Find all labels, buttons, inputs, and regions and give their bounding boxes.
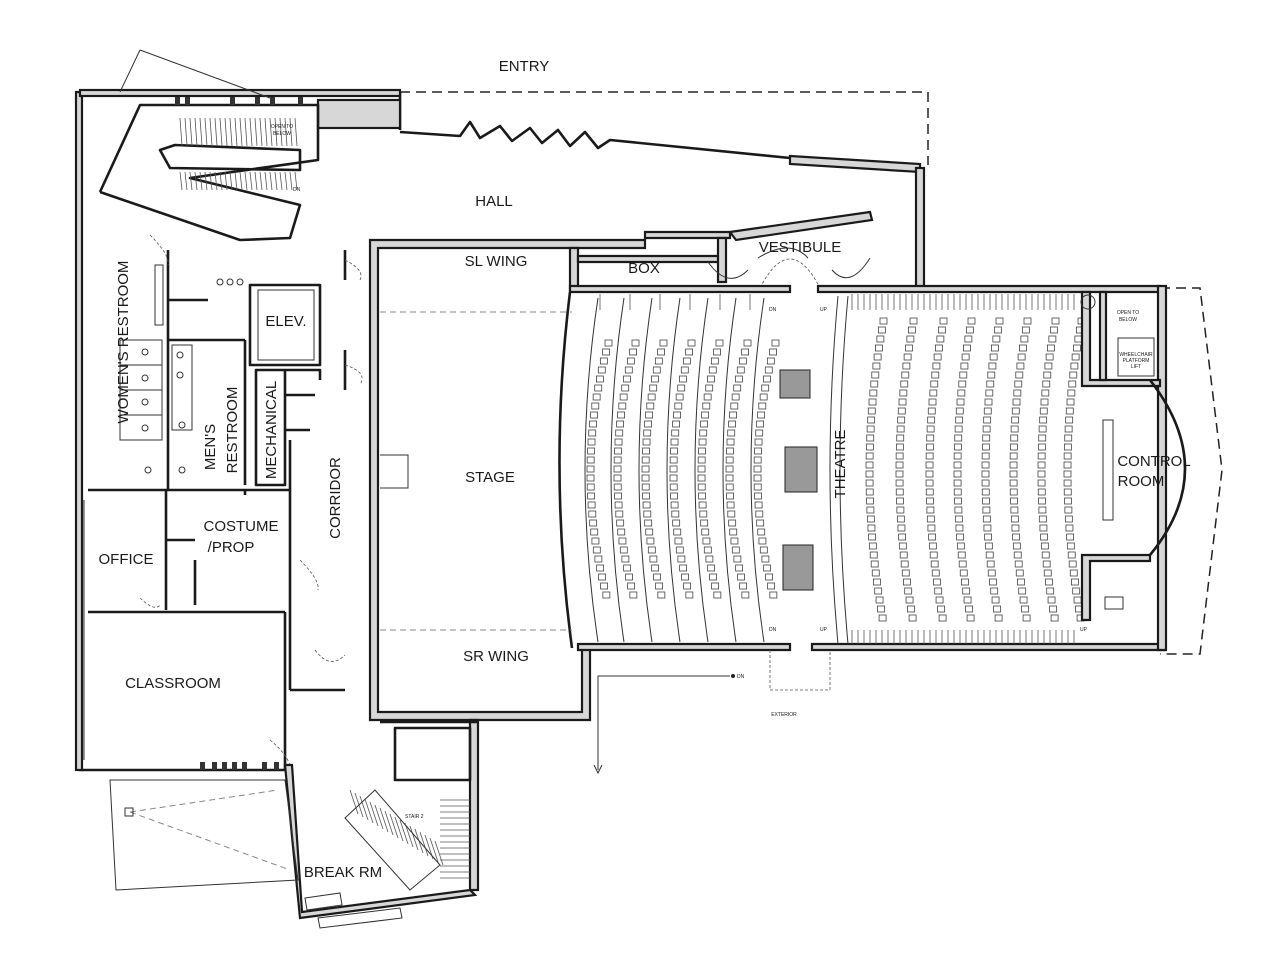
womens-restroom-label: WOMEN'S RESTROOM xyxy=(115,261,132,424)
open-to-below-note-1: OPEN TO xyxy=(271,124,293,130)
theatre-north-wall xyxy=(568,284,1162,294)
corridor-label: CORRIDOR xyxy=(327,457,344,539)
north-wall-fill xyxy=(78,88,402,98)
break-room-walls xyxy=(283,718,480,920)
hall-east-wall-fill xyxy=(914,166,926,290)
costume-prop-label-2: /PROP xyxy=(208,539,255,556)
mechanical-label: MECHANICAL xyxy=(263,381,280,479)
wheelchair-positions xyxy=(779,369,818,591)
wheelchair-note-b: PLATFORM xyxy=(1123,358,1150,364)
exterior-door-swing xyxy=(769,650,831,691)
dn-lower-label: DN xyxy=(769,627,777,633)
sw-canopy xyxy=(109,779,299,891)
sr-wing-label: SR WING xyxy=(463,648,529,665)
entry-label: ENTRY xyxy=(499,58,550,75)
box-east-wall xyxy=(716,236,728,284)
theatre-label: THEATRE xyxy=(832,430,849,499)
lift-enclosure xyxy=(1098,290,1108,382)
aisle-rails xyxy=(829,295,849,645)
break-room-sill xyxy=(317,907,403,929)
up-upper-label: UP xyxy=(820,307,828,313)
box-label: BOX xyxy=(628,260,660,277)
vestibule-label: VESTIBULE xyxy=(759,239,842,256)
north-mullions xyxy=(175,97,303,105)
mens-restroom-label-1: MEN'S xyxy=(202,424,219,470)
control-room-curve xyxy=(1148,379,1187,556)
entry-glazing xyxy=(399,120,791,160)
stage-east-wall xyxy=(568,246,580,292)
theatre-south-wall xyxy=(576,642,1167,652)
sw-canopy-post xyxy=(124,807,134,817)
stair-2-label: STAIR 2 xyxy=(405,814,424,820)
south-mullions xyxy=(200,762,279,770)
west-wall-fill xyxy=(74,90,84,772)
sw-canopy-diagonal xyxy=(129,789,291,871)
control-room-window xyxy=(1102,419,1114,521)
proscenium-curve xyxy=(558,291,574,649)
ramp-dot xyxy=(731,674,735,678)
open-to-below-note-1b: BELOW xyxy=(273,131,291,137)
exterior-ramp xyxy=(597,675,730,770)
office-label: OFFICE xyxy=(99,551,154,568)
control-room-label-1: CONTROL xyxy=(1117,453,1190,470)
open-to-below-note-2b: BELOW xyxy=(1119,317,1137,323)
wheelchair-note-c: LIFT xyxy=(1131,364,1141,370)
open-to-below-note-2: OPEN TO xyxy=(1117,310,1139,316)
ramp-dn-label: DN xyxy=(737,674,745,680)
elevator-car xyxy=(257,289,315,361)
lift-symbol xyxy=(1080,294,1096,310)
elevator-label: ELEV. xyxy=(265,313,306,330)
exterior-label: EXTERIOR xyxy=(771,712,797,718)
break-room-label: BREAK RM xyxy=(304,864,382,881)
up-lower-label: UP xyxy=(820,627,828,633)
stage-curtain-line xyxy=(380,311,572,631)
wheelchair-note-a: WHEELCHAIR xyxy=(1119,352,1153,358)
vestibule-doors xyxy=(707,247,871,279)
support-door-swings xyxy=(139,234,363,766)
vestibule-door-swing xyxy=(759,258,821,289)
grand-stair-treads xyxy=(179,117,298,191)
stair2-shaft xyxy=(380,720,478,782)
hall-label: HALL xyxy=(475,193,513,210)
entry-roof-wedge xyxy=(119,49,271,99)
classroom-label: CLASSROOM xyxy=(125,675,221,692)
entry-canopy-outline xyxy=(400,91,929,165)
mens-restroom-label-2: RESTROOM xyxy=(224,387,241,474)
grand-stair-outline xyxy=(98,103,320,242)
west-interior-walls xyxy=(88,250,347,770)
sl-wing-label: SL WING xyxy=(465,253,528,270)
up-control-label: UP xyxy=(1080,627,1088,633)
control-room-cabinet xyxy=(1104,596,1124,610)
theatre-stairs xyxy=(599,294,1075,644)
stage-trap xyxy=(380,454,409,489)
stair-dn-label: DN xyxy=(293,187,301,193)
stage-house-walls xyxy=(368,238,647,722)
exterior-ramp-arrow xyxy=(593,764,603,775)
costume-prop-label-1: COSTUME xyxy=(204,518,279,535)
break-room-counter xyxy=(304,892,343,911)
dn-upper-label: DN xyxy=(769,307,777,313)
stair2-treads xyxy=(344,789,470,891)
wheelchair-lift xyxy=(1117,337,1155,377)
stage-label: STAGE xyxy=(465,469,515,486)
theatre-east-wall xyxy=(1156,284,1168,652)
grand-stair-inner xyxy=(158,143,302,172)
hall-north-wall xyxy=(788,154,922,174)
restroom-fixtures xyxy=(119,264,244,474)
control-room-label-2: ROOM xyxy=(1118,473,1165,490)
control-canopy-outline xyxy=(1160,287,1223,655)
theatre-seating xyxy=(584,297,1086,643)
entry-vestibule-block xyxy=(316,98,402,130)
